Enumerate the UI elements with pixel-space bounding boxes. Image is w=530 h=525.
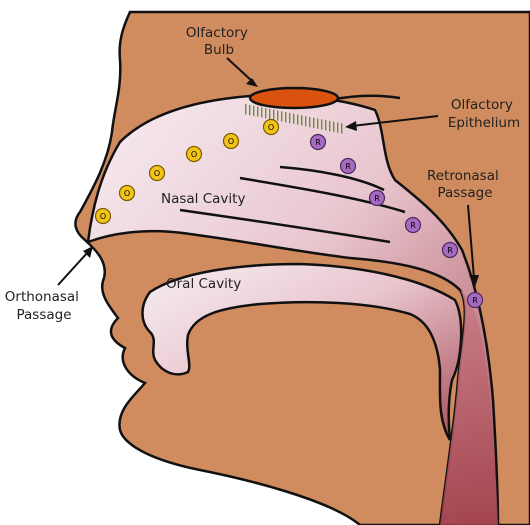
olfactory-bulb-shape [250,88,338,108]
orthonasal-passage-arrow [58,252,88,285]
orthonasal-passage-label: Orthonasal Passage [5,289,83,323]
svg-text:R: R [472,296,478,305]
svg-text:R: R [374,194,380,203]
svg-text:O: O [124,189,130,198]
svg-text:R: R [345,162,351,171]
svg-text:R: R [447,246,453,255]
orthonasal-molecule: O [120,186,135,201]
orthonasal-molecule: O [96,209,111,224]
svg-text:O: O [228,137,234,146]
retronasal-molecule: R [468,293,483,308]
retronasal-molecule: R [341,159,356,174]
svg-text:R: R [410,221,416,230]
oral-cavity-label: Oral Cavity [166,276,241,292]
retronasal-molecule: R [370,191,385,206]
retronasal-molecule: R [443,243,458,258]
orthonasal-molecule: O [150,166,165,181]
svg-text:O: O [191,150,197,159]
orthonasal-molecule: O [264,120,279,135]
retronasal-molecule: R [406,218,421,233]
svg-text:O: O [154,169,160,178]
svg-text:O: O [100,212,106,221]
retronasal-passage-label: Retronasal Passage [427,168,503,201]
retronasal-molecule: R [311,135,326,150]
svg-text:R: R [315,138,321,147]
svg-text:O: O [268,123,274,132]
orthonasal-molecule: O [224,134,239,149]
orthonasal-molecule: O [187,147,202,162]
nasal-cavity-label: Nasal Cavity [161,191,245,207]
